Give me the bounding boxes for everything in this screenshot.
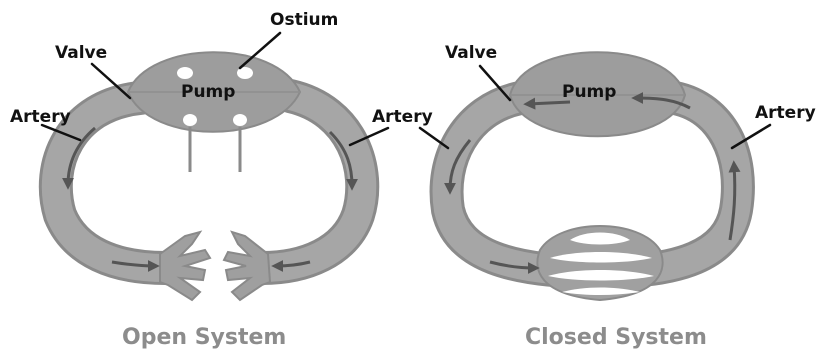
open-left-branches [160,232,210,300]
ostium-hole [177,67,193,79]
pump-label: Pump [181,82,235,102]
ostium-label: Ostium [270,10,338,30]
ostium-hole [183,114,197,126]
ostium-hole [233,114,247,126]
open-left-vessel [56,98,165,268]
valve-label: Valve [55,43,107,63]
open-system-caption: Open System [122,325,286,350]
artery-left-label: Artery [10,107,71,127]
closed-pump-label: Pump [562,82,616,102]
closed-system-caption: Closed System [525,325,707,350]
closed-artery-right-label: Artery [755,103,816,123]
open-inflow-lines [190,127,240,172]
closed-valve-label: Valve [445,43,497,63]
open-right-branches [224,232,270,300]
closed-system-diagram: Valve Pump Artery Closed System [420,43,816,350]
flow-arrow [528,102,570,104]
open-right-vessel [262,96,362,268]
open-system-diagram: Ostium Valve Pump Artery Artery Open Sys… [10,10,433,350]
capillary-bed [537,226,662,300]
artery-right-label: Artery [372,107,433,127]
